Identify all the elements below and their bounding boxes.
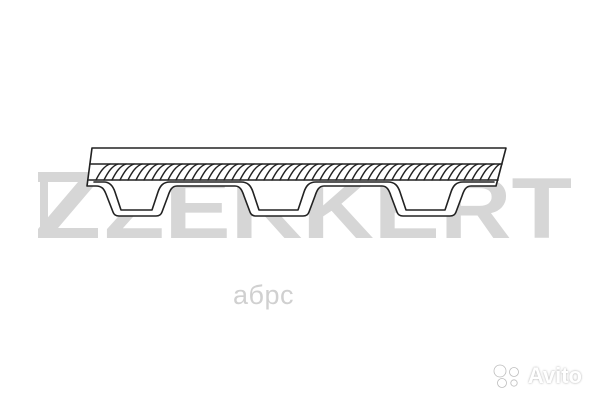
avito-text: Avito xyxy=(527,363,582,388)
timing-belt-icon xyxy=(86,147,507,217)
belt-outline xyxy=(86,147,507,217)
belt-inner-line xyxy=(93,181,495,211)
avito-dots-icon xyxy=(493,364,519,388)
belt-cord-twists xyxy=(95,163,501,181)
store-watermark: абрс xyxy=(233,280,294,310)
avito-watermark: Avito xyxy=(492,362,582,390)
brand-logo-icon xyxy=(38,172,98,238)
